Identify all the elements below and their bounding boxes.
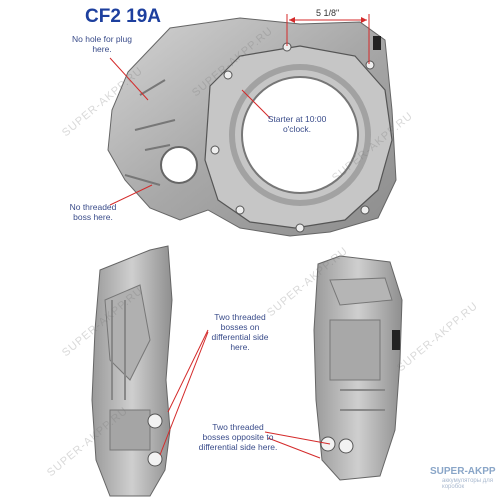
side-case-view-left [91,245,173,497]
brand-tagline: аккумуляторы для коробок [442,478,493,490]
note-two-bosses-differential: Two threaded bosses on differential side… [211,312,269,352]
note-no-threaded-boss: No threaded boss here. [69,202,117,222]
note-no-hole-for-plug: No hole for plug here. [71,34,132,54]
top-case-view [107,17,397,237]
dimension-marker [286,14,370,64]
note-two-bosses-opposite: Two threaded bosses opposite to differen… [198,422,278,452]
side-case-view-right [313,255,403,481]
page-title: CF2 19A [85,6,162,27]
note-starter-position: Starter at 10:00 o'clock. [267,114,327,134]
leader-lines [109,57,331,459]
brand-logo: SUPER-AKPP [430,466,496,477]
dimension-label: 5 1/8" [316,8,340,18]
